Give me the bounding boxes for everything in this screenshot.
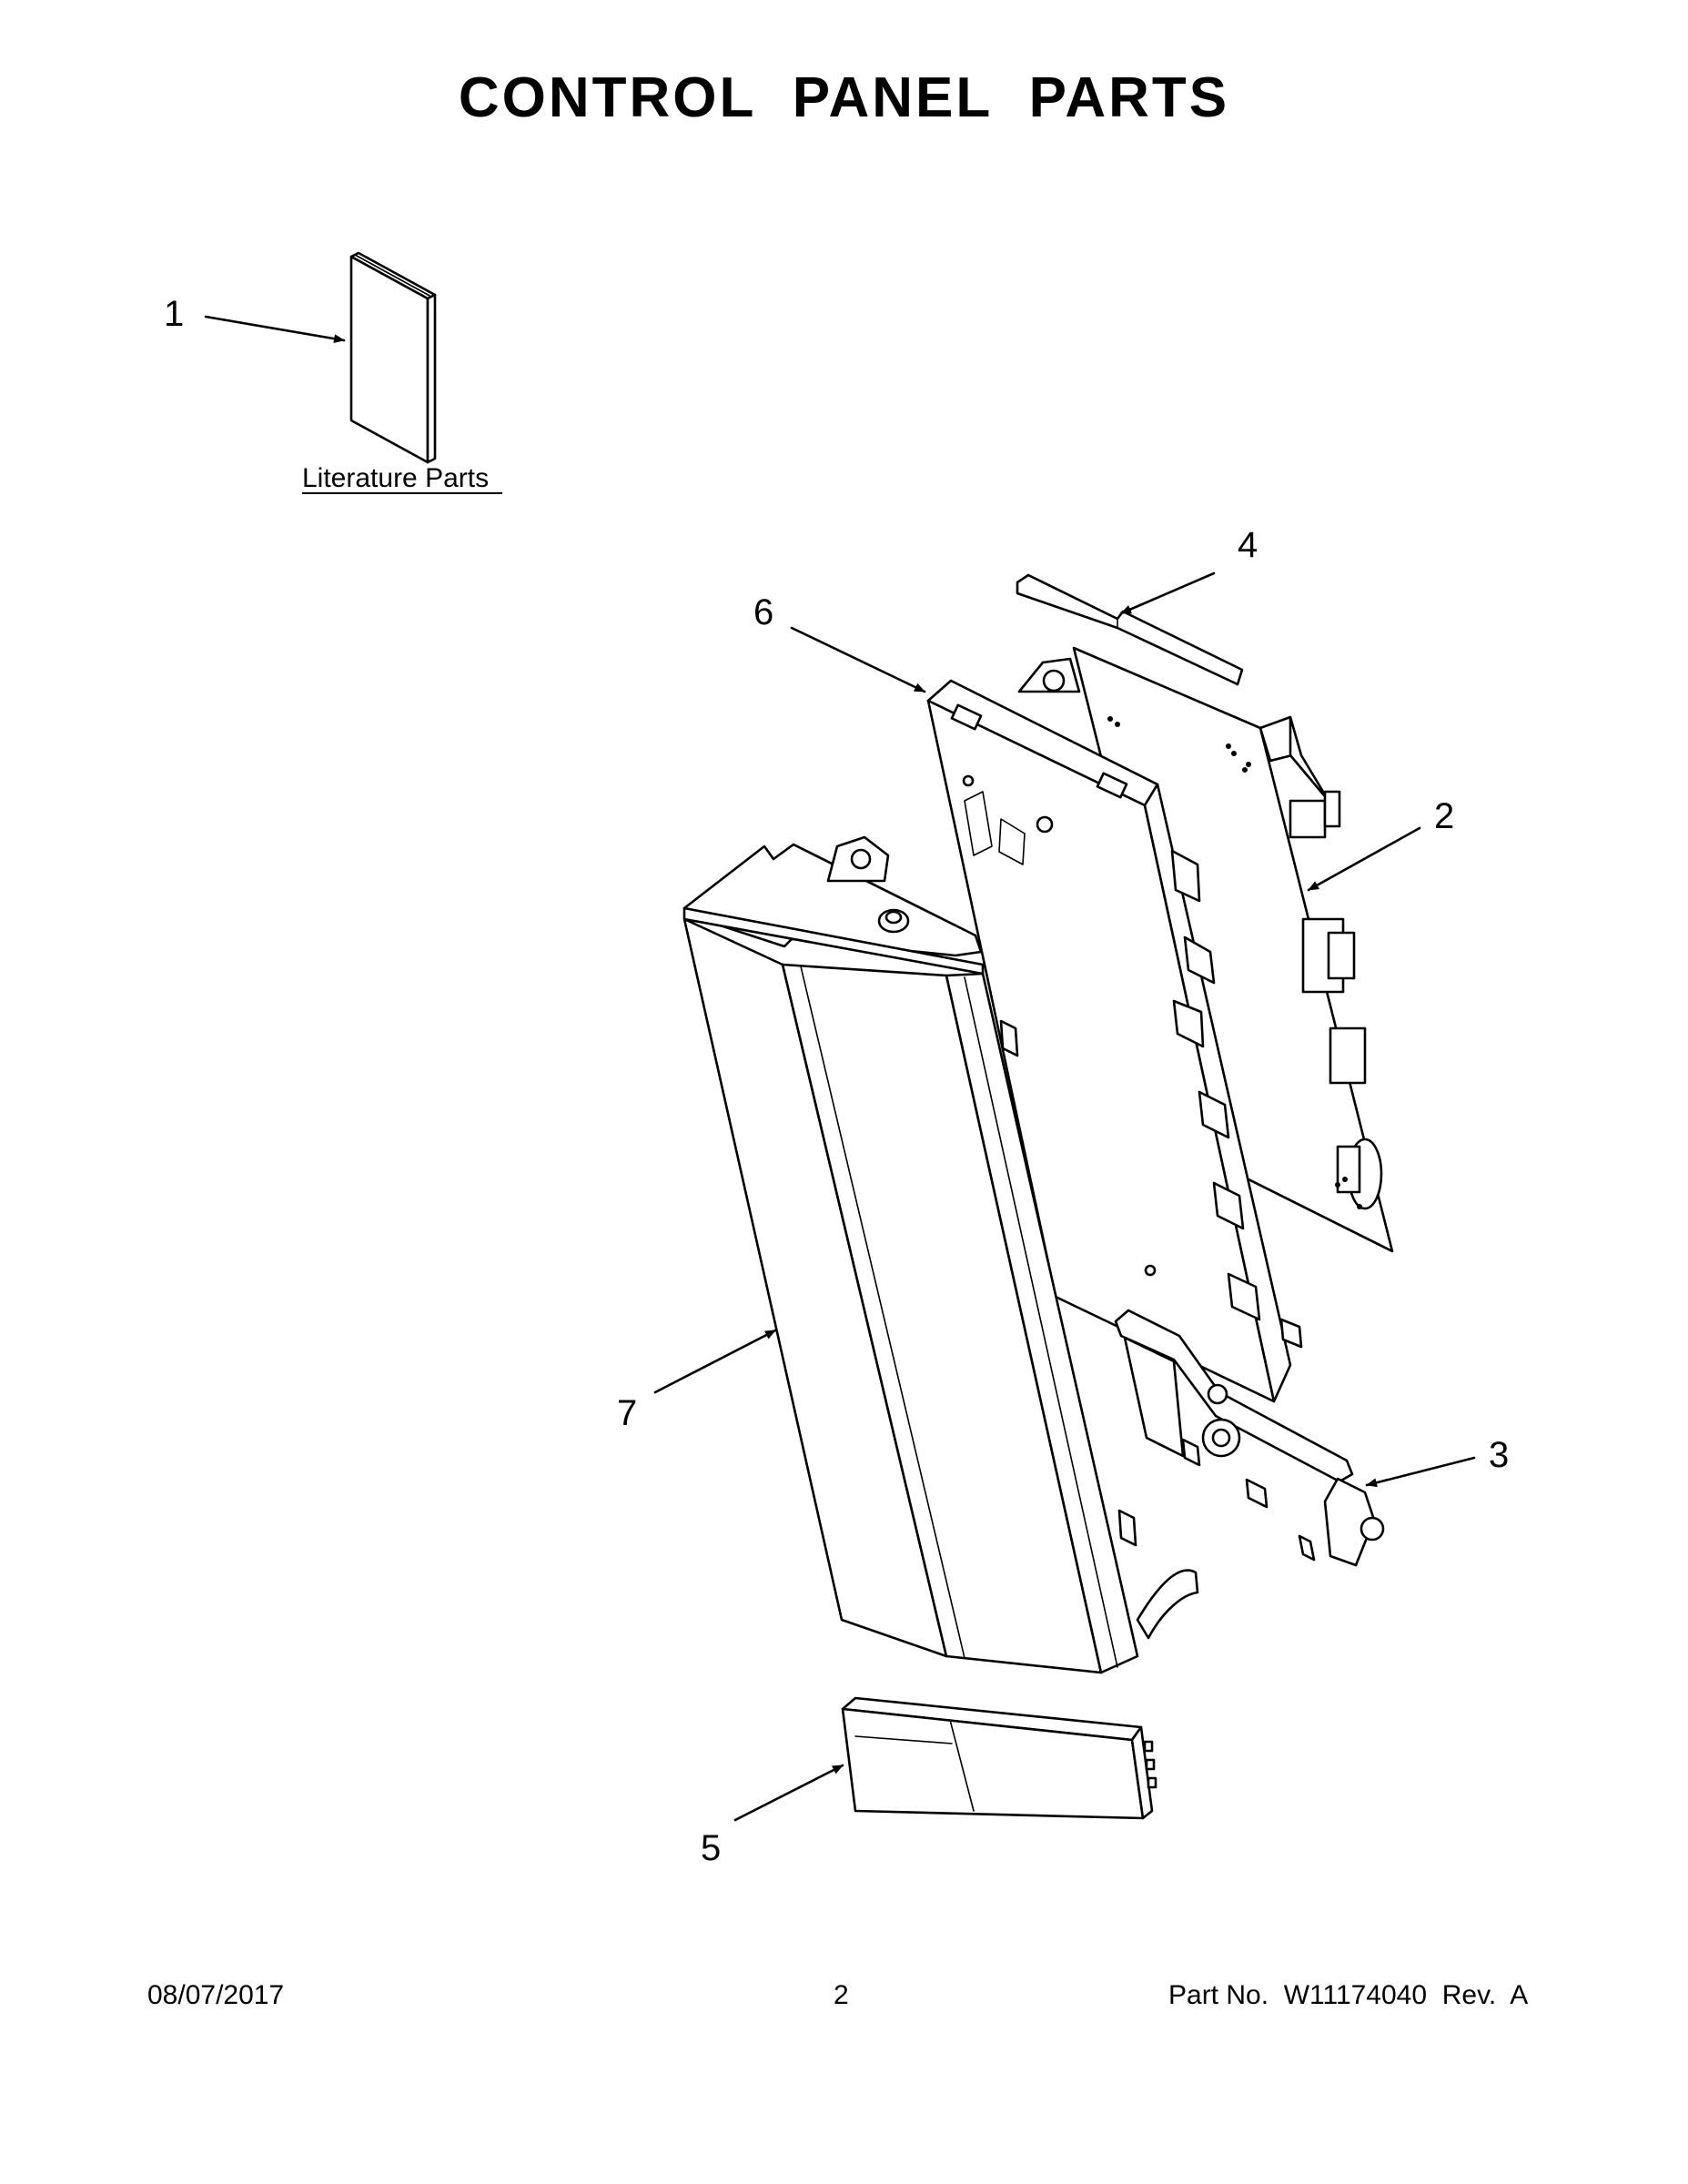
callout-1-leader	[204, 315, 346, 344]
page-title: CONTROL PANEL PARTS	[458, 66, 1230, 129]
callout-3-leader	[1365, 1456, 1476, 1488]
callout-7-leader	[653, 1329, 777, 1394]
callout-7: 7	[617, 1393, 637, 1433]
literature-booklet	[349, 251, 437, 464]
literature-parts-label: Literature Parts	[302, 463, 489, 493]
part-3-bracket-arm	[1114, 1309, 1385, 1567]
callout-4-leader	[1119, 571, 1216, 615]
footer-part-number: Part No. W11174040 Rev. A	[1168, 1980, 1529, 2010]
callout-3: 3	[1489, 1435, 1509, 1475]
callout-5-leader	[733, 1764, 844, 1822]
callout-2-leader	[1307, 826, 1421, 892]
callout-6-leader	[790, 626, 926, 693]
part-4-bracket	[1016, 573, 1244, 686]
footer-date: 08/07/2017	[147, 1980, 285, 2010]
callout-5: 5	[701, 1828, 721, 1868]
callout-6: 6	[753, 592, 773, 632]
footer-page-number: 2	[834, 1980, 849, 2010]
callout-4: 4	[1238, 525, 1258, 565]
part-5-end-cap	[841, 1696, 1157, 1820]
callout-2: 2	[1434, 796, 1454, 836]
part-7-front-panel	[682, 835, 1199, 1674]
part-6-display-housing	[926, 679, 1303, 1403]
callout-1: 1	[164, 294, 184, 334]
